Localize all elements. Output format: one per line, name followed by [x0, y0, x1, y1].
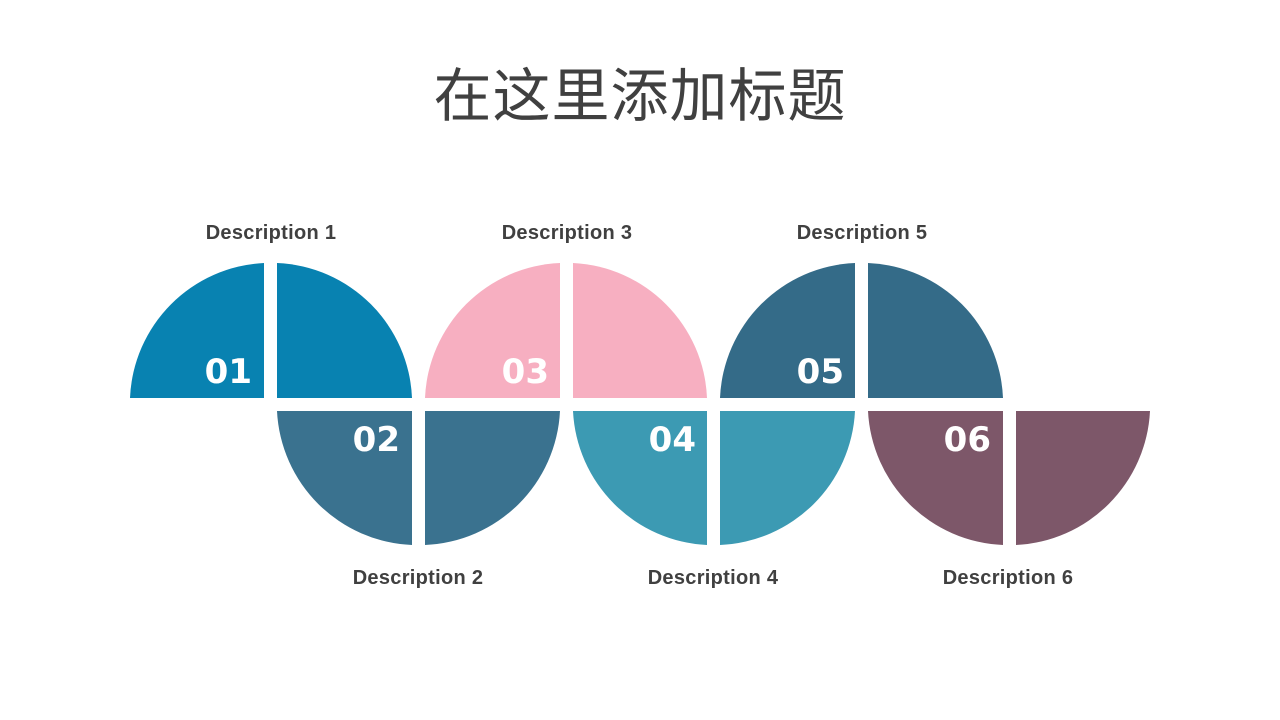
step-03-description: Description 3 — [501, 222, 633, 244]
step-02-right-quarter — [425, 411, 560, 545]
step-05-right-quarter — [868, 263, 1003, 398]
step-03-right-quarter — [573, 263, 707, 398]
step-02-number: 02 — [352, 420, 400, 460]
step-04-description: Description 4 — [647, 567, 779, 589]
step-02-left-quarter — [277, 411, 412, 545]
step-05-number: 05 — [796, 352, 844, 392]
step-05-description: Description 5 — [796, 222, 928, 244]
step-06-left-quarter — [868, 411, 1003, 545]
step-03-left-quarter — [425, 263, 560, 398]
step-06-right-quarter — [1016, 411, 1150, 545]
step-03-number: 03 — [501, 352, 549, 392]
step-05-left-quarter — [720, 263, 855, 398]
step-04-number: 04 — [648, 420, 696, 460]
step-01-left-quarter — [130, 263, 264, 398]
page-title: 在这里添加标题 — [433, 62, 847, 130]
step-06-description: Description 6 — [942, 567, 1074, 589]
step-01-number: 01 — [204, 352, 252, 392]
step-04-right-quarter — [720, 411, 855, 545]
step-06-number: 06 — [943, 420, 991, 460]
step-04-left-quarter — [573, 411, 707, 545]
step-01-right-quarter — [277, 263, 412, 398]
step-02-description: Description 2 — [352, 567, 484, 589]
step-01-description: Description 1 — [205, 222, 337, 244]
